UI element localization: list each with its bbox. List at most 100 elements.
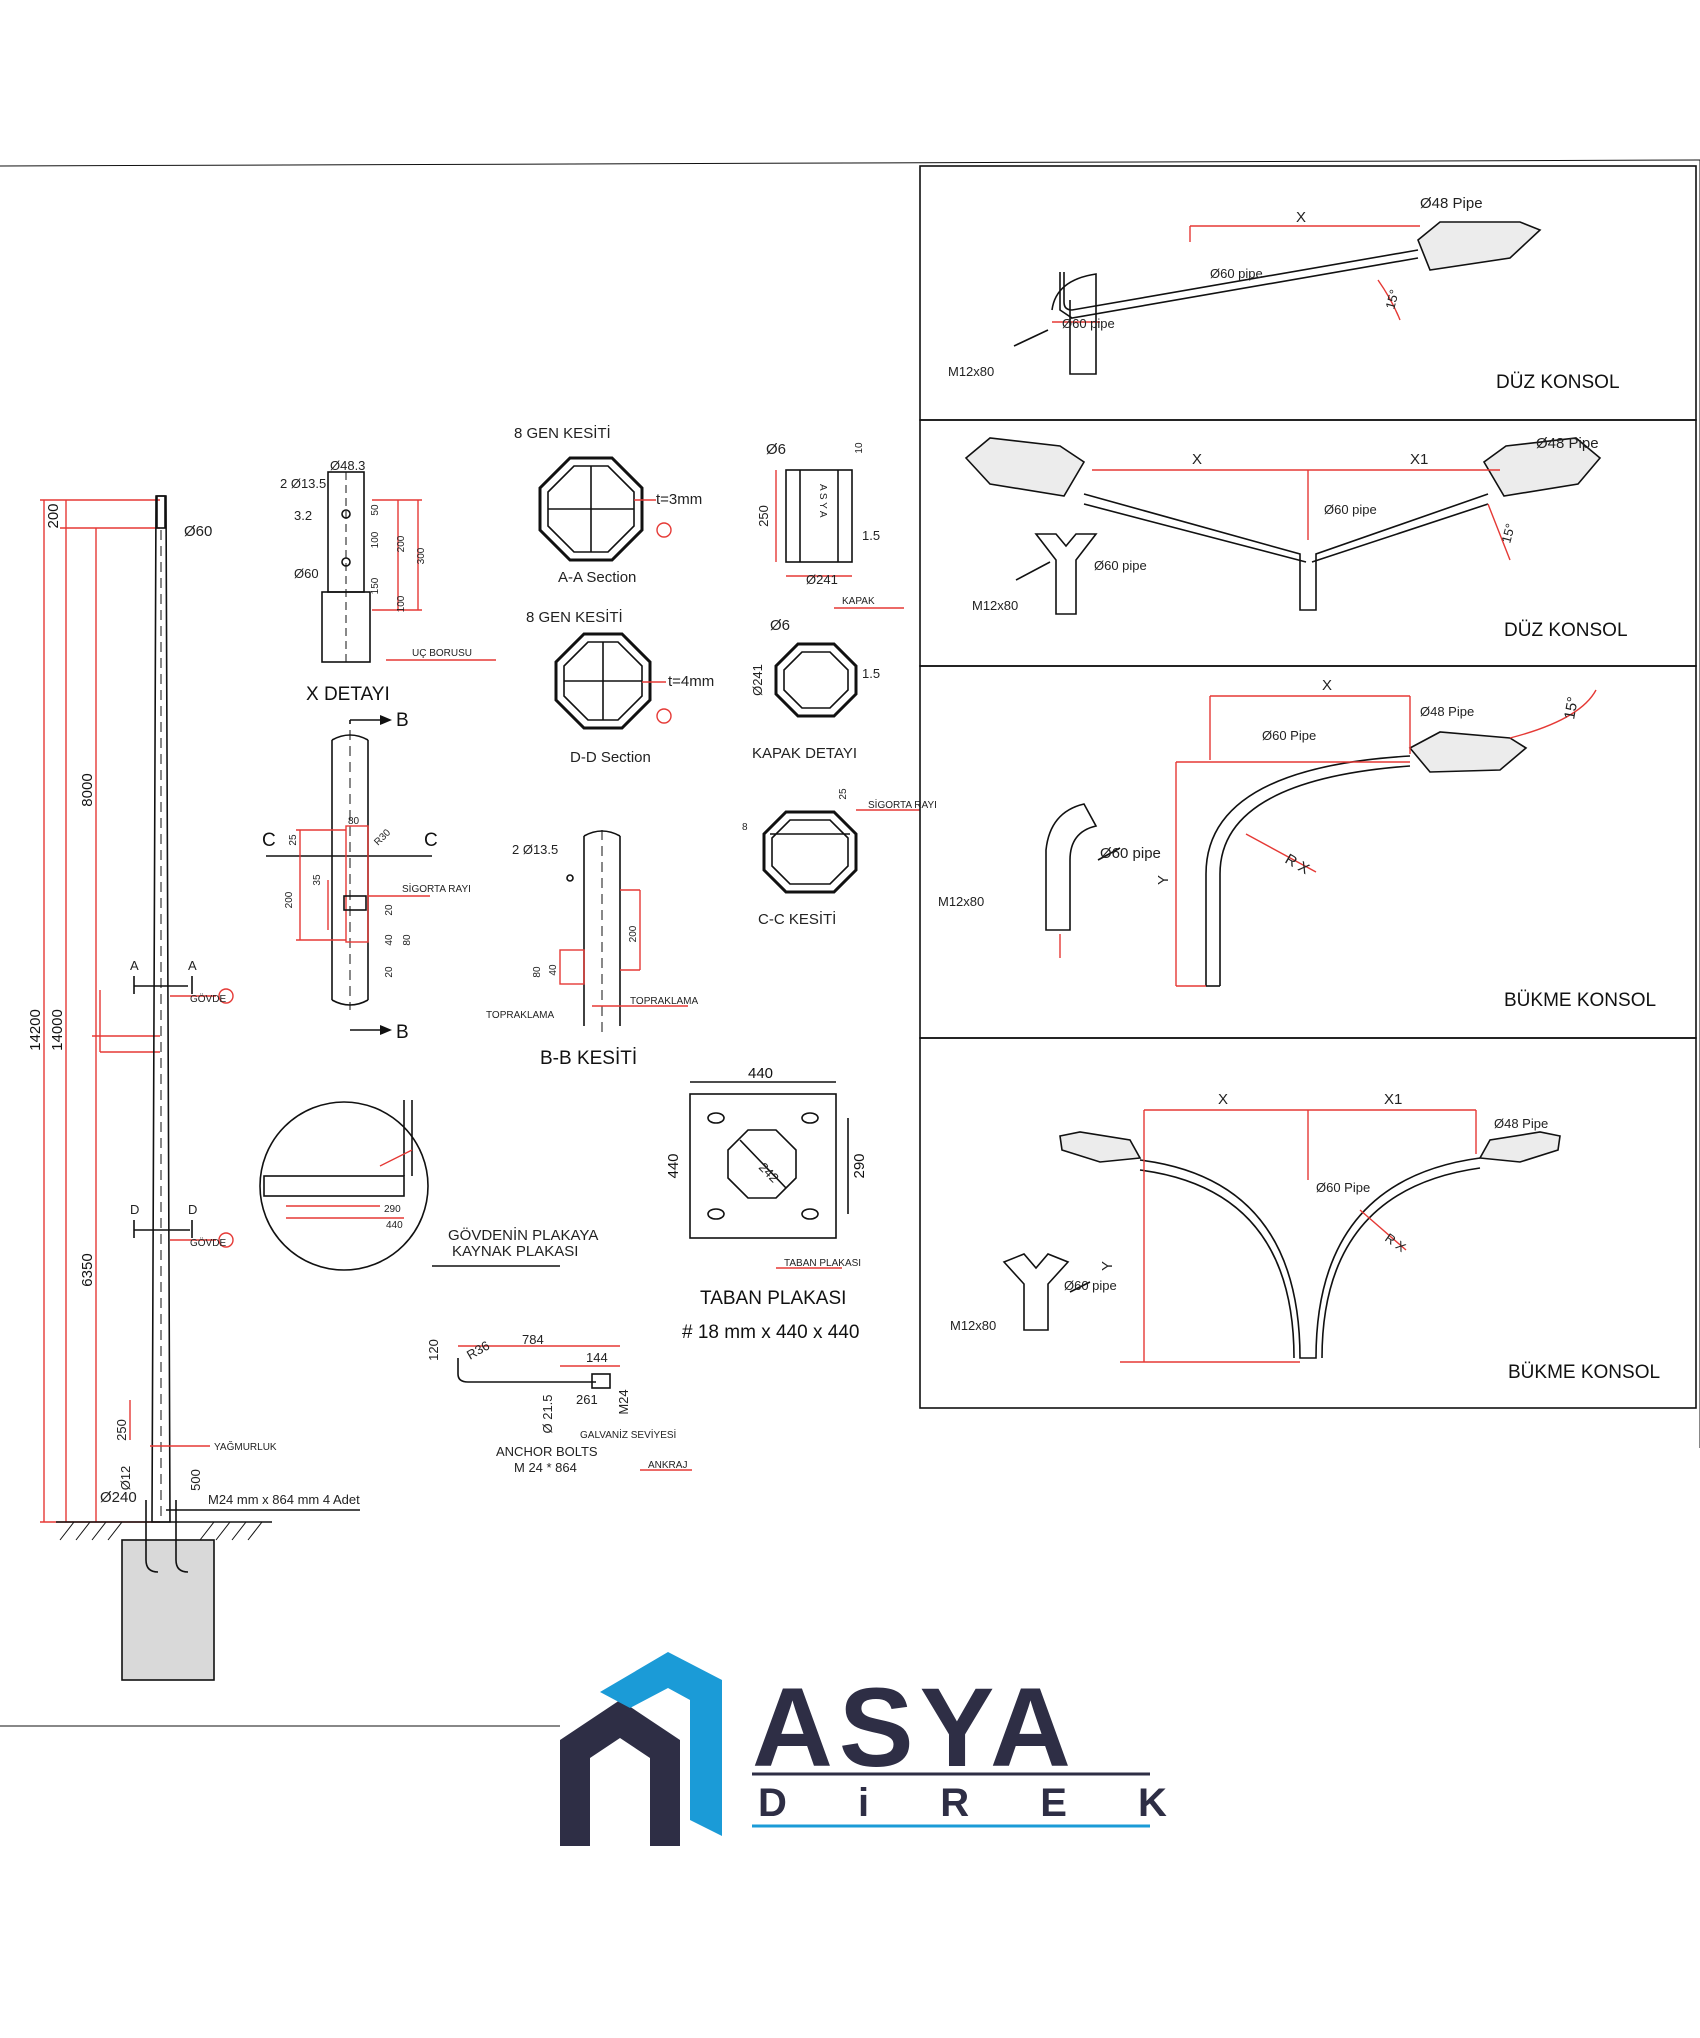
door-v80b: 80	[402, 934, 413, 946]
p4-rx: R X	[1382, 1230, 1409, 1255]
bb-v80: 80	[532, 966, 543, 978]
x-v100b: 100	[396, 595, 407, 612]
p2-pipe60b: Ø60 pipe	[1094, 558, 1147, 573]
weld-v290: 290	[384, 1204, 401, 1215]
x-holes: 2 Ø13.5	[280, 476, 326, 491]
cc-section: 25 8 SİGORTA RAYI C-C KESİTİ	[742, 788, 937, 928]
dim-total: 14200	[27, 1009, 44, 1051]
p3-title: BÜKME KONSOL	[1504, 990, 1656, 1011]
door-b-top: B	[396, 710, 409, 731]
p4-pipe60: Ø60 Pipe	[1316, 1180, 1370, 1195]
cc-title: C-C KESİTİ	[758, 910, 836, 928]
section-aa: 8 GEN KESİTİ t=3mm A-A Section	[514, 424, 702, 586]
aa-thickness: t=3mm	[656, 491, 702, 508]
p2-x1: X1	[1410, 451, 1428, 468]
bp-title: TABAN PLAKASI	[700, 1288, 846, 1309]
bp-diag: 242	[756, 1160, 782, 1186]
anchor-t2: M 24 * 864	[514, 1460, 577, 1475]
anchor-t1: ANCHOR BOLTS	[496, 1444, 598, 1459]
door-detail: B B C C 25 80 R30 35 200 20 40 80 20 SİG…	[262, 710, 471, 1043]
anchor-v784: 784	[522, 1332, 544, 1347]
bb-title: B-B KESİTİ	[540, 1048, 637, 1069]
p1-bolt: M12x80	[948, 364, 994, 379]
kapak-v15: 1.5	[862, 528, 880, 543]
x-v150: 150	[370, 577, 381, 594]
asya-direk-logo: ASYA D i R E K	[560, 1652, 1197, 1846]
bp-left: 440	[665, 1153, 682, 1178]
govde-label-d: GÖVDE	[190, 1237, 226, 1249]
base-diameter: Ø240	[100, 1489, 137, 1506]
aa-name: A-A Section	[558, 569, 636, 586]
bb-topraklama2: TOPRAKLAMA	[630, 996, 698, 1007]
bp-top: 440	[748, 1065, 773, 1082]
ground-hatch	[59, 1521, 263, 1541]
p4-pipe60b: Ø60 pipe	[1064, 1278, 1117, 1293]
door-b-bottom: B	[396, 1022, 409, 1043]
door-v35: 35	[312, 874, 323, 886]
dim-height: 14000	[49, 1009, 66, 1051]
section-a-right: A	[188, 958, 197, 973]
konsol-panel-2: X X1 Ø48 Pipe Ø60 pipe 15° Ø60 pipe M12x…	[964, 435, 1628, 641]
anchor-galv: GALVANİZ SEVİYESİ	[580, 1428, 676, 1441]
p3-pipe60b: Ø60 pipe	[1100, 845, 1161, 862]
x-detail-title: X DETAYI	[306, 684, 390, 705]
kapak-d6b: Ø6	[770, 617, 790, 634]
logo-sub: D i R E K	[758, 1781, 1197, 1825]
dim-lower: 6350	[79, 1253, 96, 1286]
p1-x: X	[1296, 209, 1306, 226]
konsol-panel-3: X Y R X Ø48 Pipe Ø60 Pipe 15° Ø60 pipe M…	[938, 677, 1656, 1011]
door-v20b: 20	[384, 966, 395, 978]
kapak-detail: Ø6 10 250 1.5 A S Y A Ø241 KAPAK Ø6 Ø241…	[750, 441, 904, 762]
section-a-left: A	[130, 958, 139, 973]
door-v40: 40	[384, 934, 395, 946]
dim-250: 250	[114, 1419, 129, 1441]
p4-title: BÜKME KONSOL	[1508, 1362, 1660, 1383]
kapak-v250: 250	[756, 505, 771, 527]
p1-pipe60: Ø60 pipe	[1210, 266, 1263, 281]
anchor-v261: 261	[576, 1392, 598, 1407]
door-v25: 25	[288, 834, 299, 846]
bb-holes: 2 Ø13.5	[512, 842, 558, 857]
x-v50: 50	[370, 504, 381, 516]
section-d-right: D	[188, 1202, 197, 1217]
kapak-d6: Ø6	[766, 441, 786, 458]
bp-label: TABAN PLAKASI	[784, 1258, 861, 1269]
anchor-note: M24 mm x 864 mm 4 Adet	[208, 1492, 360, 1507]
pole-elevation: 200 14200 14000 8000 6350 Ø60 A A GÖVDE …	[27, 495, 360, 1681]
logo-name: ASYA	[752, 1665, 1077, 1790]
p4-bolt: M12x80	[950, 1318, 996, 1333]
x-v300: 300	[416, 547, 427, 564]
x-v200: 200	[396, 535, 407, 552]
govde-label-a: GÖVDE	[190, 993, 226, 1005]
door-v20: 20	[384, 904, 395, 916]
door-sigorta: SİGORTA RAYI	[402, 882, 471, 895]
p3-pipe60: Ø60 Pipe	[1262, 728, 1316, 743]
door-c-right: C	[424, 830, 438, 851]
kapak-label: KAPAK	[842, 596, 875, 607]
p2-pipe60: Ø60 pipe	[1324, 502, 1377, 517]
x-d48: Ø48.3	[330, 458, 365, 473]
p3-pipe48: Ø48 Pipe	[1420, 704, 1474, 719]
section-d-left: D	[130, 1202, 139, 1217]
anchor-ank: ANKRAJ	[648, 1460, 687, 1471]
anchor-d215: Ø 21.5	[540, 1394, 555, 1433]
cc-v8: 8	[742, 822, 748, 833]
dim-d12: Ø12	[118, 1466, 133, 1491]
yagmurluk-label: YAĞMURLUK	[214, 1440, 277, 1453]
cc-v25: 25	[838, 788, 849, 800]
p2-x: X	[1192, 451, 1202, 468]
kapak-d241: Ø241	[806, 572, 838, 587]
p2-bolt: M12x80	[972, 598, 1018, 613]
kapak-d241b: Ø241	[750, 664, 765, 696]
dim-top: 200	[45, 503, 62, 528]
weld-title2: KAYNAK PLAKASI	[452, 1243, 578, 1260]
p1-angle: 15°	[1382, 288, 1402, 311]
p1-pipe60b: Ø60 pipe	[1062, 316, 1115, 331]
weld-detail: 290 440 GÖVDENİN PLAKAYA KAYNAK PLAKASI	[259, 1100, 598, 1271]
dd-title: 8 GEN KESİTİ	[526, 608, 623, 626]
p1-title: DÜZ KONSOL	[1496, 372, 1620, 393]
p4-x: X	[1218, 1091, 1228, 1108]
anchor-m24: M24	[616, 1389, 631, 1414]
dd-thickness: t=4mm	[668, 673, 714, 690]
